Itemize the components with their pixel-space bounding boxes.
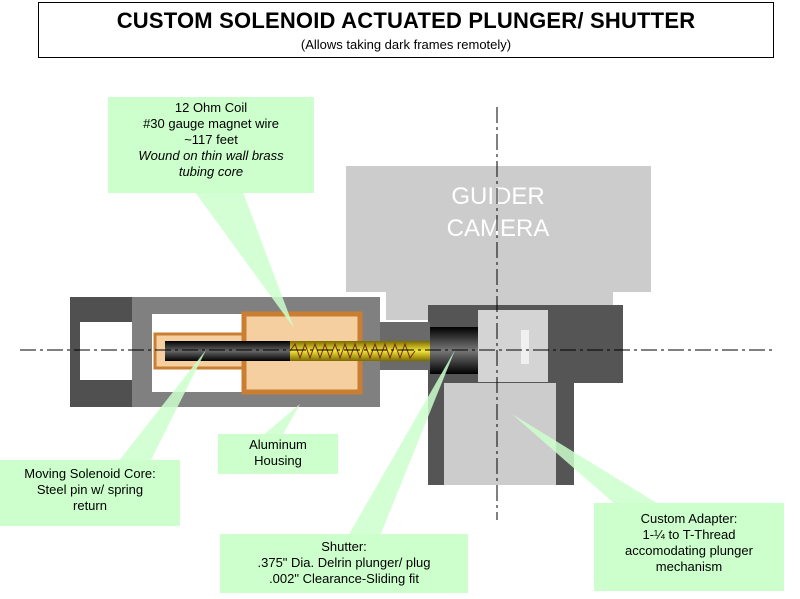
core-callout: Moving Solenoid Core: Steel pin w/ sprin… xyxy=(0,460,180,526)
adapter-light-inner xyxy=(478,310,548,382)
guider-camera-body xyxy=(346,166,651,292)
core-leader xyxy=(118,350,206,462)
coil-callout-line1: 12 Ohm Coil xyxy=(174,100,248,115)
adapter-callout-line2: 1-¼ to T-Thread xyxy=(642,527,736,542)
coil-callout-line2: #30 gauge magnet wire xyxy=(143,116,279,131)
coil-leader xyxy=(195,192,294,328)
shutter-callout-line1: Shutter: xyxy=(321,539,367,554)
core-callout-line1: Moving Solenoid Core: xyxy=(24,466,156,481)
adapter-callout-line3: accomodating plunger xyxy=(625,543,753,558)
housing-callout-line2: Housing xyxy=(254,453,302,468)
page-title: CUSTOM SOLENOID ACTUATED PLUNGER/ SHUTTE… xyxy=(116,8,696,33)
coil-callout: 12 Ohm Coil #30 gauge magnet wire ~117 f… xyxy=(108,97,314,193)
housing-leader xyxy=(262,404,300,436)
camera-label-line2: CAMERA xyxy=(447,215,550,242)
adapter-leader xyxy=(512,414,660,505)
adapter-callout-line1: Custom Adapter: xyxy=(640,511,738,526)
camera-label-line1: GUIDER xyxy=(451,183,544,210)
shutter-callout-line2: .375" Dia. Delrin plunger/ plug xyxy=(257,555,431,570)
core-callout-line2: Steel pin w/ spring xyxy=(36,482,144,497)
shutter-leader xyxy=(348,350,455,536)
coil-callout-line3: ~117 feet xyxy=(184,132,238,147)
spring xyxy=(289,342,416,360)
coil-callout-line5: tubing core xyxy=(178,164,244,179)
core-callout-line3: return xyxy=(73,498,107,513)
adapter-callout-line4: mechanism xyxy=(655,559,723,574)
spring-rod xyxy=(290,341,430,361)
title-box: CUSTOM SOLENOID ACTUATED PLUNGER/ SHUTTE… xyxy=(38,2,774,58)
shutter-callout: Shutter: .375" Dia. Delrin plunger/ plug… xyxy=(220,534,468,593)
shutter-callout-line3: .002" Clearance-Sliding fit xyxy=(269,571,419,586)
end-cap-bore xyxy=(80,322,132,380)
coil-callout-line4: Wound on thin wall brass xyxy=(138,148,284,163)
solenoid-core xyxy=(165,341,291,361)
adapter-callout: Custom Adapter: 1-¼ to T-Thread accomoda… xyxy=(594,503,784,591)
page-subtitle: (Allows taking dark frames remotely) xyxy=(300,37,512,52)
adapter-collar xyxy=(521,330,529,364)
housing-callout: Aluminum Housing xyxy=(218,434,338,474)
housing-callout-line1: Aluminum xyxy=(249,437,307,452)
